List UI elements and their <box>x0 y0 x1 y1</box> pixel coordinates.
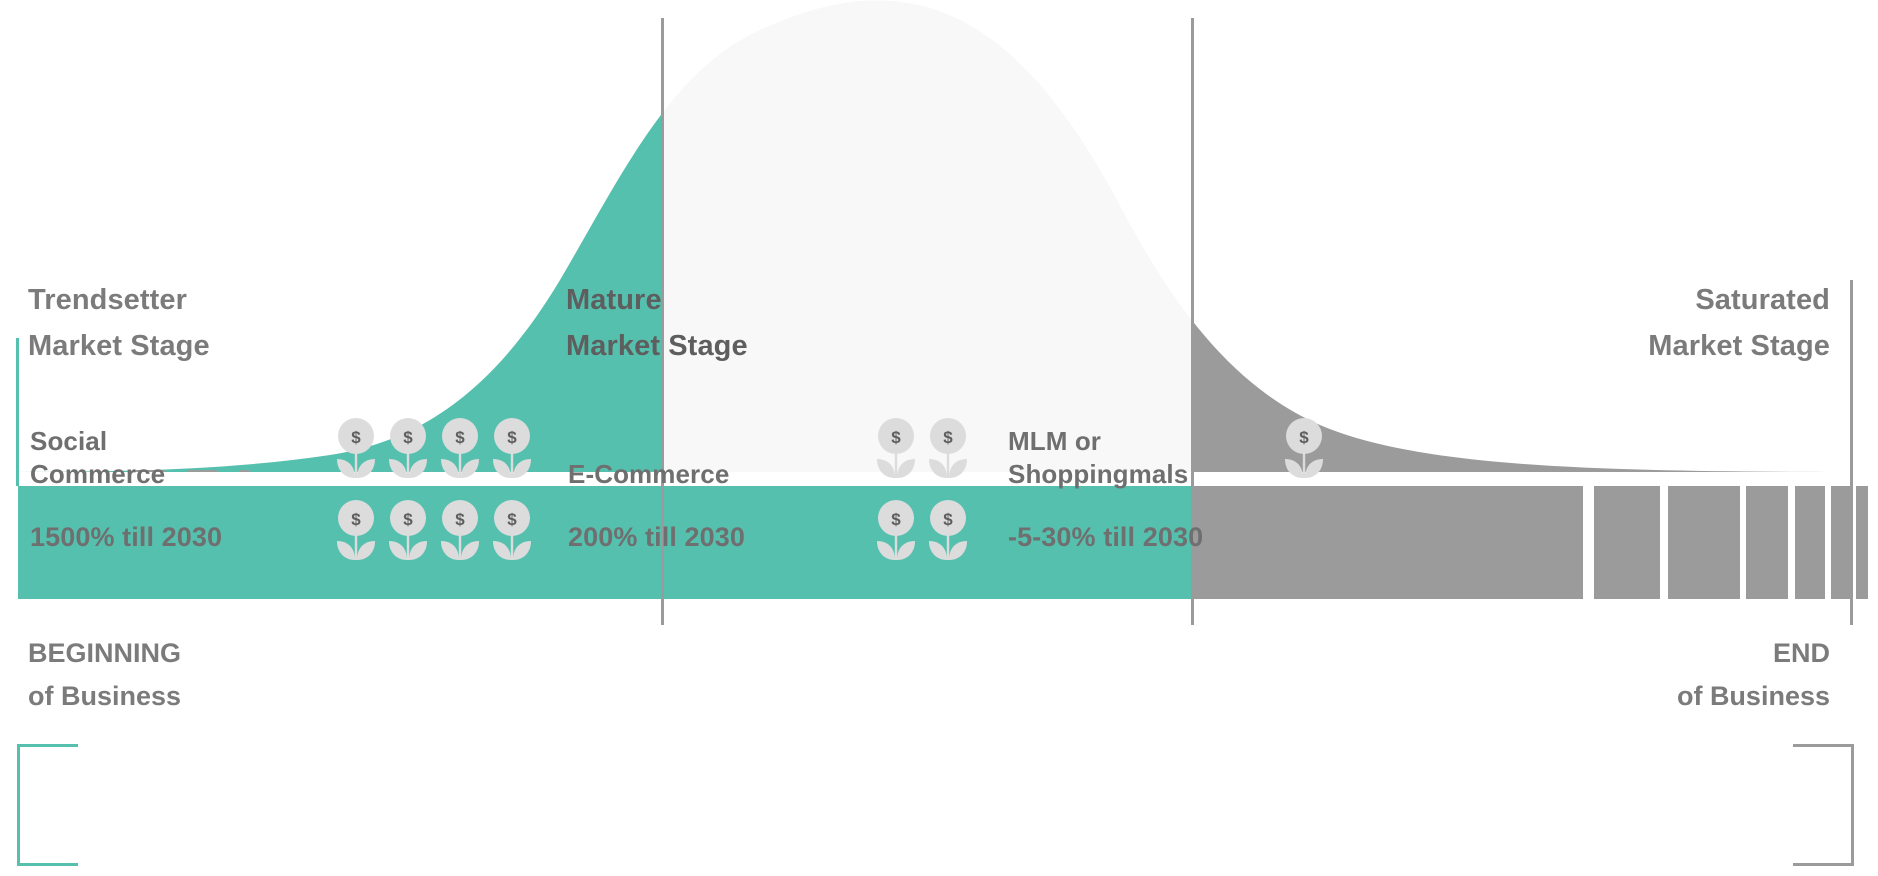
svg-text:$: $ <box>403 428 413 447</box>
money-flower-icon: $ <box>924 500 972 562</box>
money-flower-icon: $ <box>488 418 536 480</box>
stage-divider-trendsetter-mature <box>661 18 664 625</box>
tail-segment-2 <box>1668 486 1740 599</box>
money-flower-icon: $ <box>384 418 432 480</box>
axis-label-end: END of Business <box>1676 638 1830 712</box>
stage-divider-end <box>1850 280 1853 625</box>
money-flower-icon: $ <box>436 500 484 562</box>
svg-text:$: $ <box>943 428 953 447</box>
bar-label-ecommerce: E-Commerce <box>568 459 730 489</box>
left-accent-line <box>16 338 19 486</box>
svg-text:$: $ <box>891 428 901 447</box>
svg-text:$: $ <box>455 428 465 447</box>
money-flower-icon: $ <box>872 418 920 480</box>
curve-band-saturated <box>1192 320 1878 472</box>
bar-mlm-shoppingmals <box>1194 486 1583 599</box>
svg-text:$: $ <box>507 510 517 529</box>
svg-text:$: $ <box>1299 428 1309 447</box>
stage-divider-mature-saturated <box>1191 18 1194 625</box>
stage-label-saturated: Saturated Market Stage <box>1648 284 1830 362</box>
money-flower-icon: $ <box>332 500 380 562</box>
bar-ecommerce <box>664 486 1191 599</box>
stage-label-mature: Mature Market Stage <box>566 284 748 362</box>
svg-text:$: $ <box>455 510 465 529</box>
money-flower-icon: $ <box>332 418 380 480</box>
axis-label-beginning: BEGINNING of Business <box>28 638 182 712</box>
money-flower-icon: $ <box>488 500 536 562</box>
money-flower-group-mlm: $ <box>1280 418 1332 500</box>
curve-band-mature <box>0 0 1878 472</box>
svg-text:$: $ <box>351 510 361 529</box>
bracket-end <box>1793 744 1854 866</box>
money-flower-group-ecommerce: $ $ $ $ <box>872 418 976 582</box>
money-flower-icon: $ <box>436 418 484 480</box>
money-flower-group-social: $ $ $ $ $ $ $ $ <box>332 418 540 582</box>
bracket-beginning <box>17 744 78 866</box>
svg-text:$: $ <box>507 428 517 447</box>
bar-growth-social-commerce: 1500% till 2030 <box>30 522 223 552</box>
bar-label-social-commerce: Social Commerce <box>30 426 166 489</box>
bar-growth-ecommerce: 200% till 2030 <box>568 522 746 552</box>
tail-segment-6 <box>1856 486 1868 599</box>
tail-segment-3 <box>1746 486 1788 599</box>
money-flower-icon: $ <box>924 418 972 480</box>
curve-band-trendsetter <box>0 114 661 472</box>
stage-label-trendsetter: Trendsetter Market Stage <box>28 284 210 362</box>
bar-growth-mlm: -5-30% till 2030 <box>1008 522 1204 552</box>
tail-segment-1 <box>1594 486 1660 599</box>
svg-text:$: $ <box>351 428 361 447</box>
money-flower-icon: $ <box>1280 418 1328 480</box>
svg-text:$: $ <box>891 510 901 529</box>
bar-label-mlm: MLM or Shoppingmals <box>1008 426 1189 489</box>
svg-text:$: $ <box>943 510 953 529</box>
svg-text:$: $ <box>403 510 413 529</box>
money-flower-icon: $ <box>872 500 920 562</box>
tail-segment-5 <box>1831 486 1851 599</box>
tail-segment-4 <box>1795 486 1825 599</box>
money-flower-icon: $ <box>384 500 432 562</box>
